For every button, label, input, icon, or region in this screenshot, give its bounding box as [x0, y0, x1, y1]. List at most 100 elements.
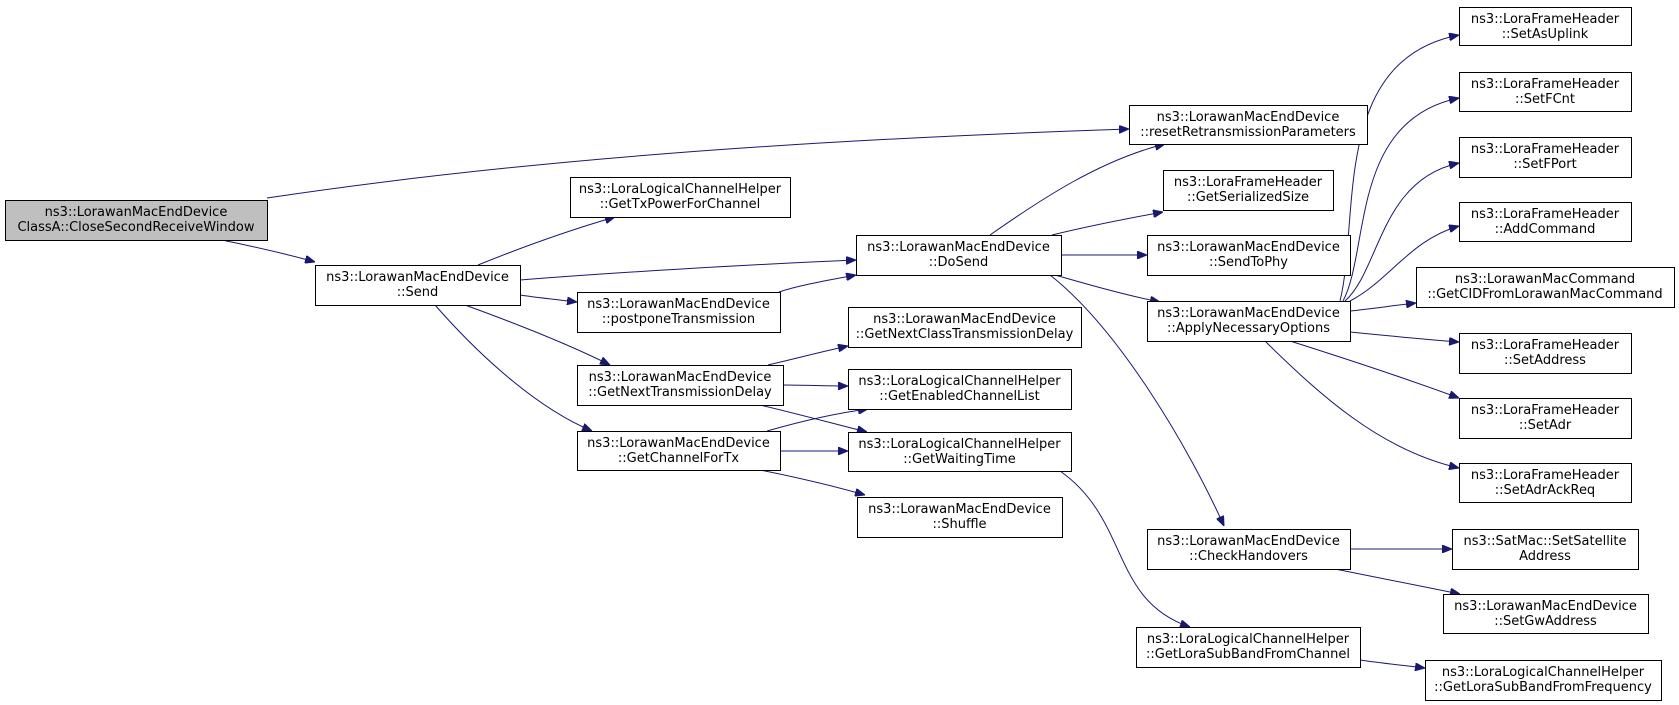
edge-postpone-to-doSend	[778, 275, 856, 293]
node-send[interactable]: ns3::LorawanMacEndDevice::Send	[315, 265, 521, 306]
edge-getLoraSubBandFromChannel-to-getLoraSubBandFromFrequency	[1359, 659, 1425, 668]
node-label-line1-getChannelForTx: ns3::LorawanMacEndDevice	[587, 436, 770, 451]
node-getEnabledChannelList[interactable]: ns3::LoraLogicalChannelHelper::GetEnable…	[848, 369, 1072, 410]
node-label-line2-setSatelliteAddress: Address	[1519, 549, 1571, 564]
node-box-getLoraSubBandFromFrequency[interactable]	[1425, 660, 1662, 701]
node-box-setFPort[interactable]	[1459, 137, 1632, 178]
node-label-line2-doSend: ::DoSend	[929, 255, 988, 270]
node-box-getNextClassTxDelay[interactable]	[848, 307, 1082, 348]
node-box-addCommand[interactable]	[1459, 202, 1632, 242]
edge-getChannelForTx-to-getEnabledChannelList	[766, 409, 868, 432]
node-checkHandovers[interactable]: ns3::LorawanMacEndDevice::CheckHandovers	[1147, 529, 1351, 570]
node-getLoraSubBandFromFrequency[interactable]: ns3::LoraLogicalChannelHelper::GetLoraSu…	[1425, 660, 1662, 701]
node-label-line1-setSatelliteAddress: ns3::SatMac::SetSatellite	[1463, 534, 1626, 549]
node-label-line1-applyOptions: ns3::LorawanMacEndDevice	[1157, 306, 1340, 321]
node-resetRetx[interactable]: ns3::LorawanMacEndDevice::resetRetransmi…	[1129, 105, 1368, 145]
node-box-setSatelliteAddress[interactable]	[1452, 529, 1639, 570]
node-box-shuffle[interactable]	[857, 497, 1063, 538]
edge-doSend-to-getSerializedSize	[1051, 212, 1163, 236]
node-box-getNextTxDelay[interactable]	[577, 365, 784, 406]
node-setAsUplink[interactable]: ns3::LoraFrameHeader::SetAsUplink	[1459, 7, 1632, 46]
edges-layer	[221, 35, 1460, 668]
edge-getChannelForTx-to-shuffle	[759, 469, 865, 495]
node-label-line2-getTxPower: ::GetTxPowerForChannel	[600, 197, 761, 212]
node-label-line1-root: ns3::LorawanMacEndDevice	[45, 205, 228, 220]
node-label-line2-setFCnt: ::SetFCnt	[1515, 92, 1575, 107]
node-label-line2-setAdrAckReq: ::SetAdrAckReq	[1495, 483, 1595, 498]
edge-send-to-getNextTxDelay	[464, 304, 610, 365]
node-label-line1-checkHandovers: ns3::LorawanMacEndDevice	[1157, 534, 1340, 549]
node-label-line1-sendToPhy: ns3::LorawanMacEndDevice	[1157, 240, 1340, 255]
node-label-line2-getLoraSubBandFromFrequency: ::GetLoraSubBandFromFrequency	[1434, 680, 1652, 695]
node-doSend[interactable]: ns3::LorawanMacEndDevice::DoSend	[856, 235, 1062, 276]
node-label-line1-doSend: ns3::LorawanMacEndDevice	[867, 240, 1050, 255]
node-box-setFCnt[interactable]	[1459, 72, 1632, 112]
node-box-root[interactable]	[5, 200, 268, 241]
node-box-setGwAddress[interactable]	[1443, 594, 1649, 634]
node-shuffle[interactable]: ns3::LorawanMacEndDevice::Shuffle	[857, 497, 1063, 538]
node-getLoraSubBandFromChannel[interactable]: ns3::LoraLogicalChannelHelper::GetLoraSu…	[1136, 627, 1361, 668]
node-getCID[interactable]: ns3::LorawanMacCommand::GetCIDFromLorawa…	[1416, 267, 1675, 308]
node-getTxPower[interactable]: ns3::LoraLogicalChannelHelper::GetTxPowe…	[570, 177, 791, 218]
node-postpone[interactable]: ns3::LorawanMacEndDevice::postponeTransm…	[577, 292, 781, 333]
node-box-getWaitingTime[interactable]	[848, 432, 1072, 472]
node-box-setAddress[interactable]	[1459, 333, 1632, 374]
node-box-getTxPower[interactable]	[570, 177, 791, 218]
node-label-line1-send: ns3::LorawanMacEndDevice	[326, 270, 509, 285]
node-setAdrAckReq[interactable]: ns3::LoraFrameHeader::SetAdrAckReq	[1459, 463, 1632, 503]
node-setFPort[interactable]: ns3::LoraFrameHeader::SetFPort	[1459, 137, 1632, 178]
node-setGwAddress[interactable]: ns3::LorawanMacEndDevice::SetGwAddress	[1443, 594, 1649, 634]
edge-send-to-doSend	[519, 260, 856, 281]
node-box-getLoraSubBandFromChannel[interactable]	[1136, 627, 1361, 668]
node-label-line1-setGwAddress: ns3::LorawanMacEndDevice	[1454, 599, 1637, 614]
edge-getWaitingTime-to-getLoraSubBandFromChannel	[1059, 470, 1190, 627]
node-box-getCID[interactable]	[1416, 267, 1675, 308]
node-box-postpone[interactable]	[577, 292, 781, 333]
node-box-getSerializedSize[interactable]	[1163, 170, 1334, 211]
node-getWaitingTime[interactable]: ns3::LoraLogicalChannelHelper::GetWaitin…	[848, 432, 1072, 472]
node-box-send[interactable]	[315, 265, 521, 306]
node-label-line2-setAdr: ::SetAdr	[1519, 418, 1572, 433]
node-box-doSend[interactable]	[856, 235, 1062, 276]
node-label-line2-resetRetx: ::resetRetransmissionParameters	[1140, 125, 1356, 140]
node-setAddress[interactable]: ns3::LoraFrameHeader::SetAddress	[1459, 333, 1632, 374]
node-box-sendToPhy[interactable]	[1147, 235, 1351, 276]
node-getChannelForTx[interactable]: ns3::LorawanMacEndDevice::GetChannelForT…	[577, 431, 781, 471]
node-applyOptions[interactable]: ns3::LorawanMacEndDevice::ApplyNecessary…	[1147, 301, 1351, 342]
node-label-line1-getLoraSubBandFromChannel: ns3::LoraLogicalChannelHelper	[1147, 632, 1350, 647]
node-label-line2-getNextTxDelay: ::GetNextTransmissionDelay	[588, 385, 772, 400]
node-label-line2-getSerializedSize: ::GetSerializedSize	[1187, 190, 1309, 205]
node-label-line1-setAsUplink: ns3::LoraFrameHeader	[1471, 12, 1620, 27]
edge-applyOptions-to-setFPort	[1344, 163, 1459, 302]
edge-send-to-getTxPower	[477, 217, 615, 266]
node-box-getEnabledChannelList[interactable]	[848, 369, 1072, 410]
edge-applyOptions-to-setAddress	[1349, 331, 1459, 342]
node-label-line2-getNextClassTxDelay: ::GetNextClassTransmissionDelay	[856, 327, 1074, 342]
node-box-setAsUplink[interactable]	[1459, 7, 1632, 46]
node-box-applyOptions[interactable]	[1147, 301, 1351, 342]
node-getSerializedSize[interactable]: ns3::LoraFrameHeader::GetSerializedSize	[1163, 170, 1334, 211]
node-box-getChannelForTx[interactable]	[577, 431, 781, 471]
node-setAdr[interactable]: ns3::LoraFrameHeader::SetAdr	[1459, 398, 1632, 439]
node-label-line1-resetRetx: ns3::LorawanMacEndDevice	[1157, 110, 1340, 125]
node-label-line1-shuffle: ns3::LorawanMacEndDevice	[868, 502, 1051, 517]
node-label-line2-postpone: ::postponeTransmission	[602, 312, 755, 327]
edge-applyOptions-to-setAdrAckReq	[1264, 340, 1459, 468]
edge-applyOptions-to-setAdr	[1289, 340, 1459, 398]
node-label-line1-postpone: ns3::LorawanMacEndDevice	[587, 297, 770, 312]
node-box-checkHandovers[interactable]	[1147, 529, 1351, 570]
node-setFCnt[interactable]: ns3::LoraFrameHeader::SetFCnt	[1459, 72, 1632, 112]
node-getNextClassTxDelay[interactable]: ns3::LorawanMacEndDevice::GetNextClassTr…	[848, 307, 1082, 348]
edge-applyOptions-to-addCommand	[1349, 226, 1459, 302]
node-sendToPhy[interactable]: ns3::LorawanMacEndDevice::SendToPhy	[1147, 235, 1351, 276]
node-root[interactable]: ns3::LorawanMacEndDeviceClassA::CloseSec…	[5, 200, 268, 241]
node-label-line1-setAddress: ns3::LoraFrameHeader	[1471, 338, 1620, 353]
node-getNextTxDelay[interactable]: ns3::LorawanMacEndDevice::GetNextTransmi…	[577, 365, 784, 406]
node-box-resetRetx[interactable]	[1129, 105, 1368, 145]
node-box-setAdrAckReq[interactable]	[1459, 463, 1632, 503]
node-label-line1-getTxPower: ns3::LoraLogicalChannelHelper	[579, 182, 782, 197]
node-box-setAdr[interactable]	[1459, 398, 1632, 439]
node-addCommand[interactable]: ns3::LoraFrameHeader::AddCommand	[1459, 202, 1632, 242]
